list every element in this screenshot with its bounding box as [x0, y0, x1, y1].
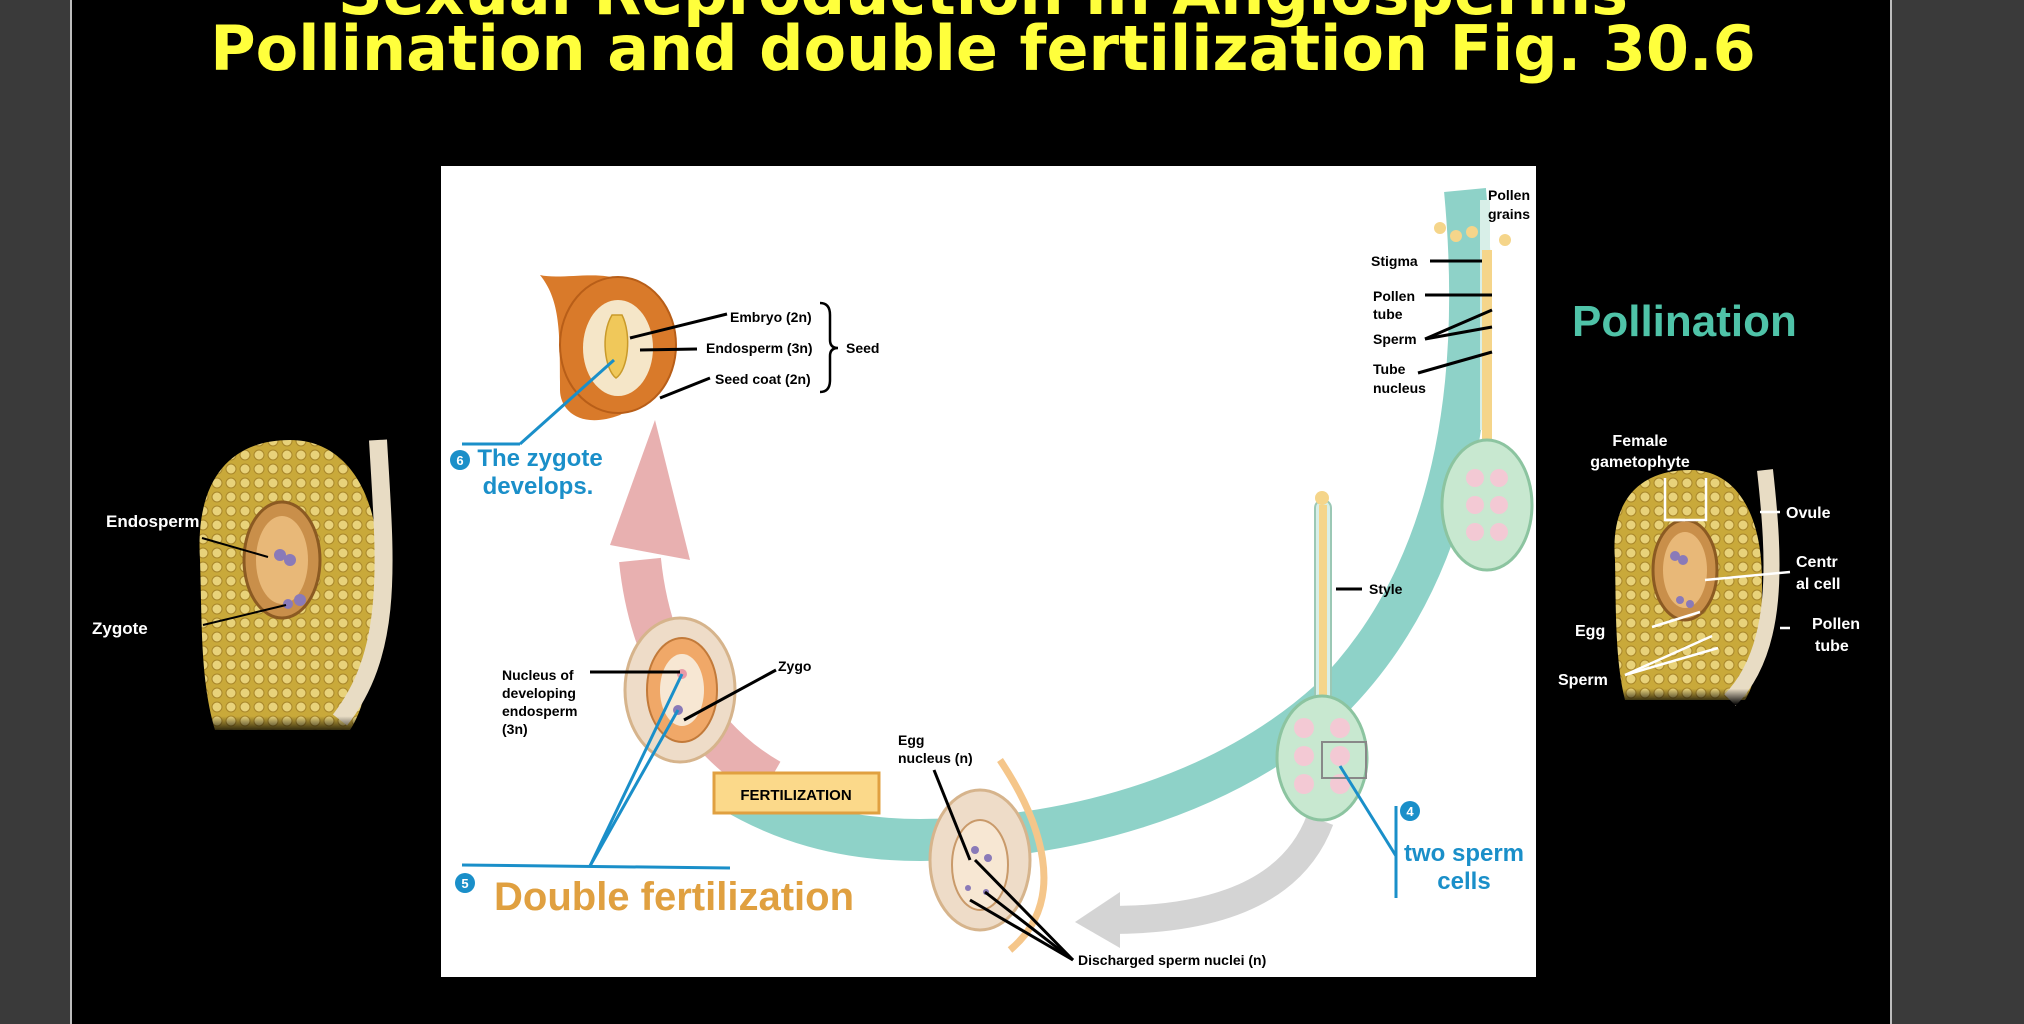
- label-pollen-tube-2: tube: [1373, 306, 1403, 322]
- label-style: Style: [1369, 581, 1403, 597]
- right-label-female-gam-2: gametophyte: [1590, 454, 1690, 471]
- label-endosperm-3n: Endosperm (3n): [706, 340, 813, 356]
- fertilization-label: FERTILIZATION: [740, 787, 851, 804]
- step-5: 5 Double fertilization: [455, 873, 854, 919]
- label-seed-coat: Seed coat (2n): [715, 371, 811, 387]
- right-label-female-gam-1: Female: [1612, 433, 1667, 450]
- right-label-pollen-tube-1: Pollen: [1812, 616, 1860, 633]
- label-stigma: Stigma: [1371, 253, 1418, 269]
- right-label-ovule: Ovule: [1786, 505, 1831, 522]
- label-pollen-tube-1: Pollen: [1373, 288, 1415, 304]
- label-pollen-grains-2: grains: [1488, 206, 1530, 222]
- step-5-number: 5: [461, 876, 468, 891]
- label-nucleus-dev-4: (3n): [502, 721, 528, 737]
- label-zygote-cut: Zygo: [778, 658, 811, 674]
- step-5-text: Double fertilization: [494, 875, 854, 919]
- label-embryo: Embryo (2n): [730, 309, 812, 325]
- ovule-zygote: [623, 616, 737, 764]
- zoom-box: [1321, 741, 1367, 779]
- right-leaders: [1624, 478, 1791, 677]
- left-label-endosperm: Endosperm: [106, 512, 200, 531]
- step-4-text-2: cells: [1437, 868, 1490, 895]
- label-nucleus-dev-2: developing: [502, 685, 576, 701]
- right-label-central-1: Centr: [1796, 554, 1838, 571]
- label-discharged-sperm: Discharged sperm nuclei (n): [1078, 952, 1266, 968]
- label-nucleus-dev-3: endosperm: [502, 703, 577, 719]
- right-label-pollen-tube-2: tube: [1815, 638, 1849, 655]
- step-6-number: 6: [456, 453, 463, 468]
- left-label-zygote: Zygote: [92, 619, 148, 638]
- right-label-sperm: Sperm: [1558, 672, 1608, 689]
- teal-cycle-arrow: [719, 188, 1492, 862]
- label-pollen-grains-1: Pollen: [1488, 187, 1530, 203]
- step-4-number: 4: [1406, 804, 1414, 819]
- label-egg-nucleus-2: nucleus (n): [898, 750, 973, 766]
- grey-arrow: [1109, 814, 1334, 934]
- right-label-egg: Egg: [1575, 623, 1605, 640]
- fertilization-box: [712, 771, 881, 815]
- left-leaders: [201, 537, 287, 626]
- label-sperm: Sperm: [1373, 331, 1417, 347]
- step-4: 4 two sperm cells: [1400, 801, 1524, 895]
- label-seed: Seed: [846, 340, 879, 356]
- blue-leaders: [461, 358, 1398, 898]
- slide-title-partial: Sexual Reproduction in Angiosperms: [72, 0, 1894, 29]
- label-tube-nucleus-1: Tube: [1373, 361, 1406, 377]
- slide-title: Pollination and double fertilization Fig…: [210, 12, 1756, 85]
- grey-arrow-head: [1075, 892, 1120, 948]
- right-ovule-illustration: [1610, 469, 1780, 706]
- label-tube-nucleus-2: nucleus: [1373, 380, 1426, 396]
- step-6-text-2: develops.: [483, 473, 594, 500]
- seed-brace: [819, 301, 839, 394]
- step-6-text-1: The zygote: [477, 445, 602, 472]
- label-egg-nucleus-1: Egg: [898, 732, 924, 748]
- pink-arrow-head: [610, 420, 690, 560]
- pistil-pollination: [1434, 200, 1534, 572]
- pistil-style: [1275, 491, 1369, 822]
- step-6: 6 The zygote develops.: [450, 445, 603, 500]
- label-nucleus-dev-1: Nucleus of: [502, 667, 574, 683]
- pollination-heading: Pollination: [1572, 297, 1797, 346]
- right-label-central-2: al cell: [1796, 576, 1840, 593]
- step-4-text-1: two sperm: [1404, 840, 1524, 867]
- leader-lines: [590, 259, 1493, 962]
- left-ovule-illustration: [195, 439, 395, 735]
